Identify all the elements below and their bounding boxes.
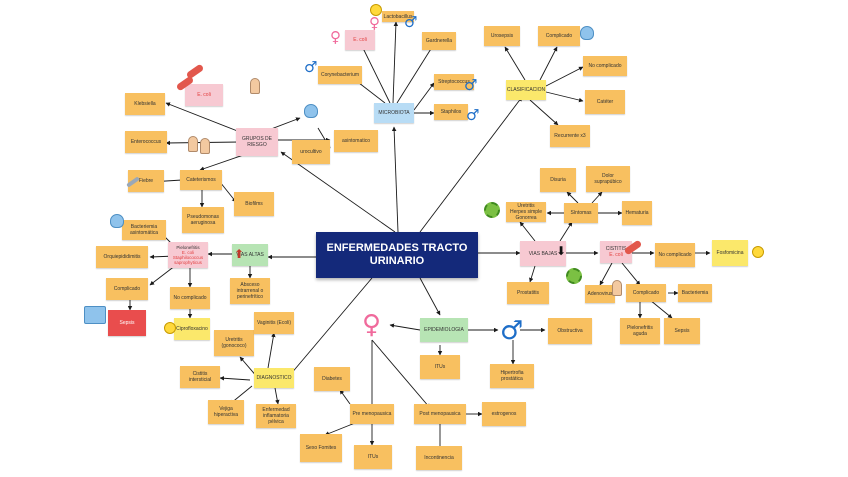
- lightbulb-icon: [164, 322, 176, 334]
- female-symbol-icon: ♀: [330, 28, 341, 46]
- node-epidemiologia: EPIDEMIOLOGIA: [420, 318, 468, 342]
- node-prostatitis: Prostatitis: [507, 282, 549, 304]
- node-complicado: Complicado: [538, 26, 580, 46]
- node-bacteriemia-2: Bacteriemia: [678, 284, 712, 302]
- female-symbol-icon: ♀: [362, 310, 382, 340]
- elderly-couple-icon: [188, 136, 198, 152]
- bacteria-icon: [623, 239, 643, 256]
- kidney-icon: [580, 26, 594, 40]
- node-obstructiva: Obstructiva: [548, 318, 592, 344]
- node-recurrente: Recurrente x3: [550, 125, 590, 147]
- male-symbol-icon: ♂: [466, 106, 480, 124]
- kidney-icon: [110, 214, 124, 228]
- node-vias-bajas: VIAS BAJAS: [520, 241, 566, 266]
- node-pseudomonas: Pseudomonas aeruginosa: [182, 207, 224, 233]
- node-complicado-3: Complicado: [626, 284, 666, 302]
- male-symbol-icon: ♂: [404, 13, 418, 31]
- node-microbiota: MICROBIOTA: [374, 103, 414, 123]
- node-sepsis: Sepsis: [108, 310, 146, 336]
- node-ciprofloxacino: Ciprofloxacino: [174, 318, 210, 340]
- node-hematuria: Hematuria: [622, 201, 652, 225]
- node-dolor-suprapubico: Dolor suprapúbico: [586, 166, 630, 192]
- node-lactobacillus: Lactobacillus: [382, 11, 414, 22]
- hospital-icon: [84, 306, 106, 324]
- male-symbol-icon: ♂: [304, 58, 318, 76]
- node-klebsiella: Klebsiella: [125, 93, 165, 115]
- bacteria-icon: [185, 63, 205, 80]
- node-enterococcus: Enterococcus: [125, 131, 167, 153]
- node-vaginitis: Vaginitis (Ecoli): [254, 312, 294, 334]
- node-bacteriemia: Bacteriemia asintomática: [122, 220, 166, 240]
- node-e-coli-2: E. coli: [185, 84, 223, 106]
- node-absceso: Absceso intrarrenal o perinefrítico: [230, 278, 270, 304]
- node-itus: ITUs: [420, 355, 460, 379]
- doctor-icon: [612, 280, 622, 296]
- node-post-menopausica: Post menopausica: [414, 404, 466, 424]
- lightbulb-icon: [370, 4, 382, 16]
- lightbulb-icon: [752, 246, 764, 258]
- node-diabetes: Diabetes: [314, 367, 350, 391]
- node-hipertrofia: Hipertrofia prostática: [490, 364, 534, 388]
- node-asintomatico: asintomatico: [334, 130, 378, 152]
- node-no-complicado-3: No complicado: [170, 287, 210, 309]
- node-fosfomicina: Fosfomicina: [712, 240, 748, 266]
- thermometer-icon: [126, 176, 140, 188]
- node-biofilms: Biofilms: [234, 192, 274, 216]
- central-topic: ENFERMEDADES TRACTO URINARIO: [316, 232, 478, 278]
- node-vias-altas: VIAS ALTAS: [232, 244, 268, 266]
- node-urocultivo: urocultivo: [292, 140, 330, 164]
- node-adenovirus: Adenovirus: [585, 285, 615, 303]
- bacteria-icon: [175, 75, 195, 92]
- node-vejiga: Vejiga hiperactiva: [208, 400, 244, 424]
- node-sintomas: Síntomas: [564, 203, 598, 223]
- virus-icon: [566, 268, 582, 284]
- elderly-couple-icon: [200, 138, 210, 154]
- node-clasificacion: CLASIFICACION: [506, 80, 546, 100]
- node-urosepsis: Urosepsis: [484, 26, 520, 46]
- node-cistitis-intersticial: Cistitis intersticial: [180, 366, 220, 388]
- node-estrogenos: estrogenos: [482, 402, 526, 426]
- node-disuria: Disuria: [540, 168, 576, 192]
- node-cateter: Catéter: [585, 90, 625, 114]
- female-symbol-icon: ♀: [369, 14, 380, 32]
- up-arrow-icon: ⬆: [234, 247, 245, 261]
- node-e-coli: E. coli: [345, 30, 375, 50]
- doctor-icon: [250, 78, 260, 94]
- kidney-icon: [304, 104, 318, 118]
- node-sepsis-2: Sepsis: [664, 318, 700, 344]
- node-staphylococcus: Staphilos: [434, 104, 468, 120]
- male-symbol-icon: ♂: [500, 316, 524, 346]
- node-complicado-2: Complicado: [106, 278, 148, 300]
- node-cateterismos: Cateterismos: [180, 170, 222, 190]
- node-fiebre: Fiebre: [128, 170, 164, 192]
- node-grupos-riesgo: GRUPOS DE RIESGO: [236, 128, 278, 156]
- node-sexo-fomites: Sexo Fomites: [300, 434, 342, 462]
- node-corynebacterium: Corynebacterium: [318, 66, 362, 84]
- node-diagnostico: DIAGNOSTICO: [254, 368, 294, 388]
- node-orquiepididimitis: Orquiepididimitis: [96, 246, 148, 268]
- down-arrow-icon: ⬇: [556, 244, 567, 258]
- node-incontinencia: Incontinencia: [416, 446, 462, 470]
- node-no-complicado: No complicado: [583, 56, 627, 76]
- node-streptococcus: Streptococcus: [434, 74, 474, 90]
- node-uretritis-gonococo: Uretritis (gonococo): [214, 330, 254, 356]
- node-pielonefritis-aguda: Pielonefritis aguda: [620, 318, 660, 344]
- virus-icon: [484, 202, 500, 218]
- male-symbol-icon: ♂: [464, 76, 478, 94]
- node-itus-2: ITUs: [354, 445, 392, 469]
- node-pre-menopausica: Pre menopausica: [350, 404, 394, 424]
- node-enfermedad-pelvica: Enfermedad inflamatoria pélvica: [256, 404, 296, 428]
- node-gardnerella: Gardnerella: [422, 32, 456, 50]
- node-no-complicado-2: No complicado: [655, 243, 695, 267]
